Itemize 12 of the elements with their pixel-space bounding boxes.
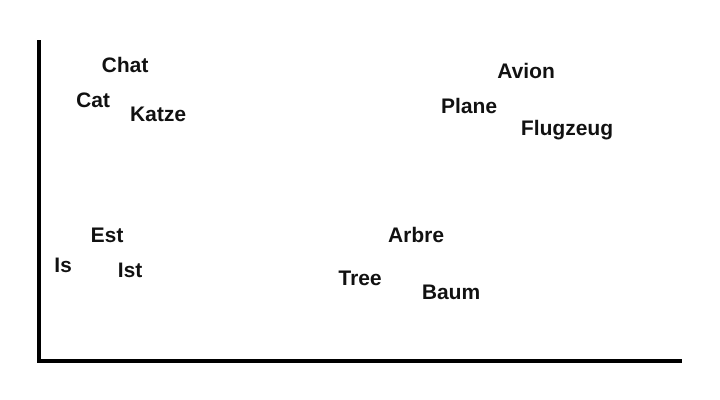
word-label: Arbre: [388, 224, 444, 248]
word-label: Plane: [440, 95, 498, 119]
word-label: Flugzeug: [520, 117, 614, 141]
word-label: Avion: [497, 60, 555, 84]
word-label: Baum: [422, 281, 480, 305]
word-label: Katze: [130, 103, 186, 127]
word-label: Est: [90, 224, 124, 248]
word-label: Cat: [76, 89, 110, 113]
word-label: Tree: [338, 267, 382, 291]
word-label: Is: [54, 254, 72, 278]
word-label: Chat: [102, 54, 148, 78]
word-label: Ist: [118, 259, 142, 283]
